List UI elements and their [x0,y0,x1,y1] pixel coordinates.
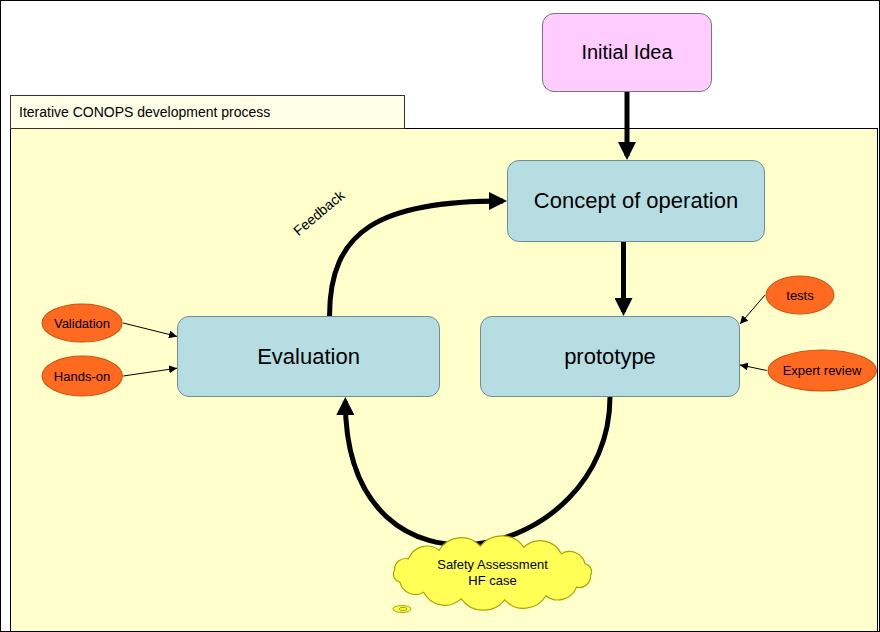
panel-heading: Iterative CONOPS development process [19,104,270,120]
input-ellipse: Expert review [767,349,877,392]
start-box: Initial Idea [542,13,712,92]
ellipse-label: tests [786,288,813,303]
ellipse-shape [768,350,876,391]
ellipse-shape [766,276,834,314]
ellipse-shape [42,356,122,396]
process-box: Concept of operation [507,160,765,242]
input-ellipse: tests [765,275,835,315]
flow-arrow [621,242,626,312]
cloud-tail [399,607,407,610]
ellipse-label: Expert review [783,363,862,378]
ellipse-label: Validation [54,316,110,331]
panel-tab: Iterative CONOPS development process [10,95,405,129]
input-ellipse: Hands-on [41,355,123,397]
cloud-shape [393,536,591,610]
ellipse-label: Hands-on [54,369,110,384]
input-ellipse: Validation [41,303,123,343]
assessment-cloud: Safety Assessment HF case [380,538,605,612]
process-panel: Iterative CONOPS development processConc… [10,95,878,632]
flow-arrow [625,92,630,156]
box-label: prototype [564,344,656,370]
box-label: Initial Idea [581,41,672,64]
process-box: Evaluation [177,316,440,397]
process-box: prototype [480,316,740,397]
box-label: Evaluation [257,344,360,370]
cloud-tail [393,606,411,613]
cloud-text: Safety Assessment HF case [432,557,554,588]
ellipse-shape [42,304,122,342]
box-label: Concept of operation [534,188,738,214]
